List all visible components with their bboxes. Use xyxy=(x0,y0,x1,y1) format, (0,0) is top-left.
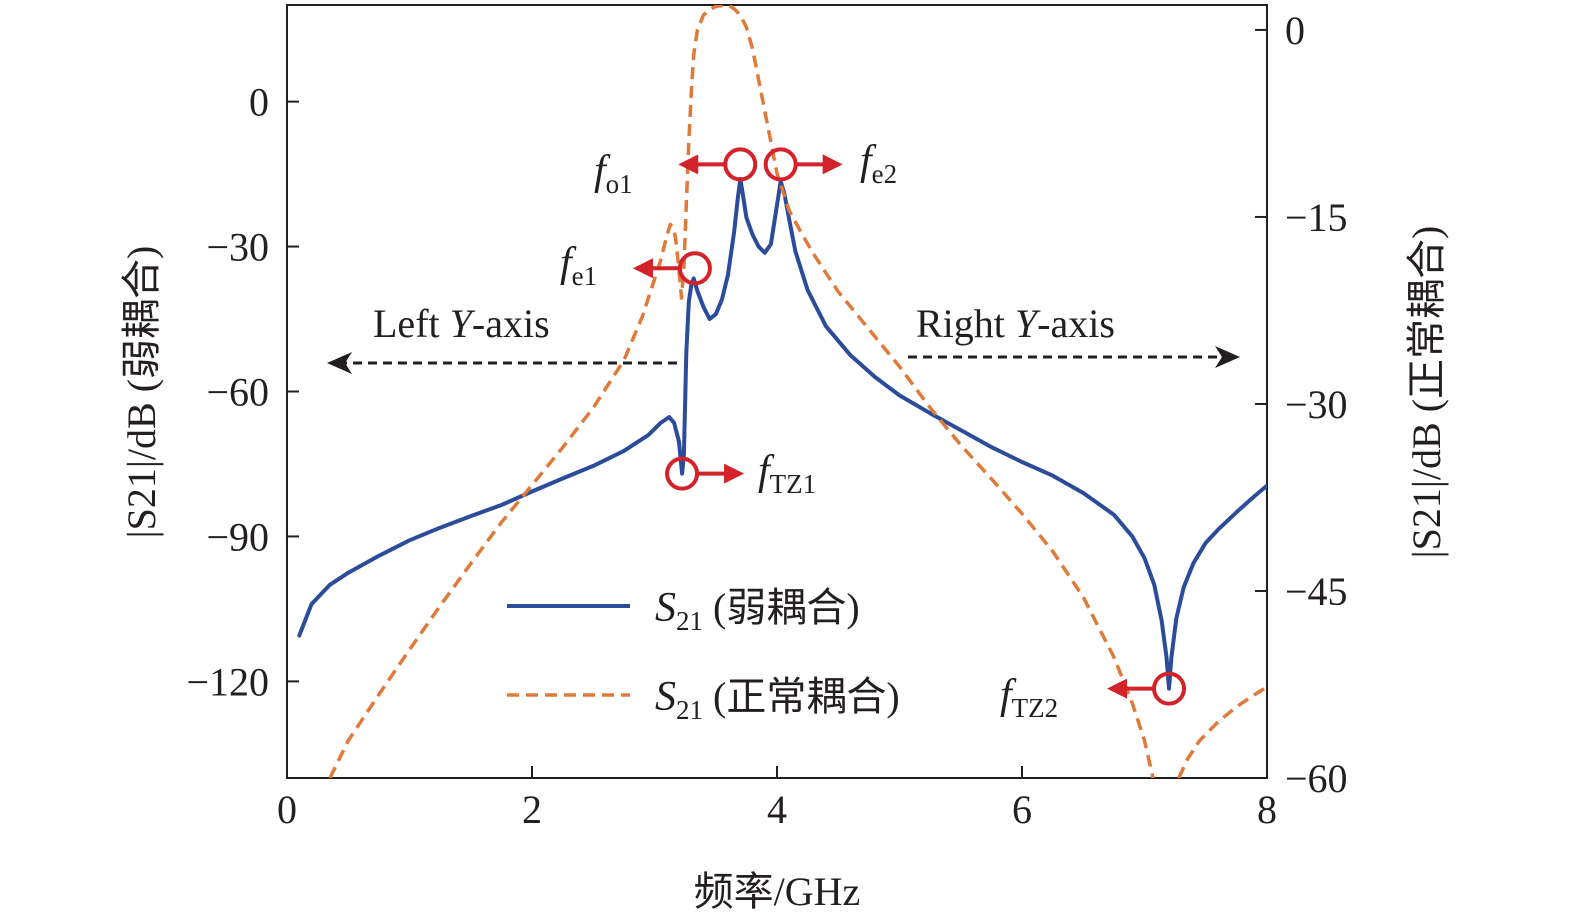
left-y-tick-label: −30 xyxy=(206,225,269,270)
left-y-tick-label: −120 xyxy=(186,659,269,704)
plot-frame xyxy=(286,4,1268,779)
right-y-tick-label: 0 xyxy=(1285,8,1305,53)
marker-circle-o1 xyxy=(723,147,758,182)
x-axis-title: 频率/GHz xyxy=(694,869,861,914)
x-tick-label: 4 xyxy=(767,787,787,832)
series-layer xyxy=(297,5,1267,778)
x-axis-ticks: 0 2 4 6 8 xyxy=(277,766,1277,832)
marker-arrow-head xyxy=(822,154,843,175)
x-tick-label: 6 xyxy=(1012,787,1032,832)
x-tick-label: 0 xyxy=(277,787,297,832)
right-y-tick-label: −60 xyxy=(1285,756,1348,801)
marker-circle-e2 xyxy=(763,147,798,182)
left-axis-indicator xyxy=(327,352,680,374)
right-y-tick-label: −15 xyxy=(1285,195,1348,240)
marker-arrow-head xyxy=(678,154,699,175)
right-axis-indicator xyxy=(908,346,1240,368)
right-y-axis-ticks: 0 −15 −30 −45 −60 xyxy=(1255,8,1348,801)
series-line-weak-coupling xyxy=(297,176,1267,691)
left-y-axis-ticks: 0 −30 −60 −90 −120 xyxy=(186,80,299,704)
legend: S21 (弱耦合) S21 (正常耦合) xyxy=(507,585,900,725)
right-y-axis-title: |S21|/dB (正常耦合) xyxy=(1404,226,1449,559)
series-line-normal-coupling xyxy=(328,5,1155,778)
marker-arrow-head xyxy=(632,258,653,279)
right-y-tick-label: −45 xyxy=(1285,569,1348,614)
x-tick-label: 2 xyxy=(522,787,542,832)
legend-label-normal: S21 (正常耦合) xyxy=(655,674,900,725)
marker-arrow-head xyxy=(1107,678,1127,699)
marker-label-o1: fo1 xyxy=(594,148,633,199)
right-axis-annotation: Right Y-axis xyxy=(916,301,1115,346)
marker-layer xyxy=(632,147,1186,706)
left-axis-annotation: Left Y-axis xyxy=(373,301,550,346)
left-y-tick-label: −90 xyxy=(206,514,269,559)
marker-label-e2: fe2 xyxy=(860,138,897,189)
marker-label-e1: fe1 xyxy=(560,240,597,291)
series-line-normal-coupling xyxy=(1177,685,1267,778)
left-y-tick-label: −60 xyxy=(206,370,269,415)
marker-arrow-head xyxy=(724,463,745,484)
marker-label-tz2: fTZ2 xyxy=(1000,672,1058,723)
legend-label-weak: S21 (弱耦合) xyxy=(655,585,860,636)
right-y-tick-label: −30 xyxy=(1285,382,1348,427)
left-y-axis-title: |S21|/dB (弱耦合) xyxy=(119,246,164,539)
marker-label-tz1: fTZ1 xyxy=(758,448,816,499)
x-tick-label: 8 xyxy=(1257,787,1277,832)
left-y-tick-label: 0 xyxy=(249,80,269,125)
